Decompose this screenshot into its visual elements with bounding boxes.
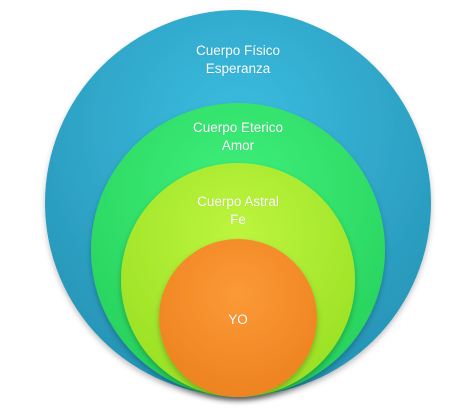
layer-astral-label: Cuerpo Astral Fe xyxy=(138,193,338,229)
layer-core-title: YO xyxy=(228,312,248,327)
layer-ether-title: Cuerpo Eterico xyxy=(192,120,284,135)
layer-astral-subtitle: Fe xyxy=(230,212,246,227)
layer-outer-subtitle: Esperanza xyxy=(205,61,271,76)
layer-core-label: YO xyxy=(188,311,288,329)
layer-astral-title: Cuerpo Astral xyxy=(197,194,279,209)
layer-ether-label: Cuerpo Eterico Amor xyxy=(138,119,338,155)
layer-outer-title: Cuerpo Físico xyxy=(195,43,281,58)
layer-outer-label: Cuerpo Físico Esperanza xyxy=(138,42,338,78)
layer-ether-subtitle: Amor xyxy=(221,138,255,153)
layer-core-circle xyxy=(159,239,317,397)
